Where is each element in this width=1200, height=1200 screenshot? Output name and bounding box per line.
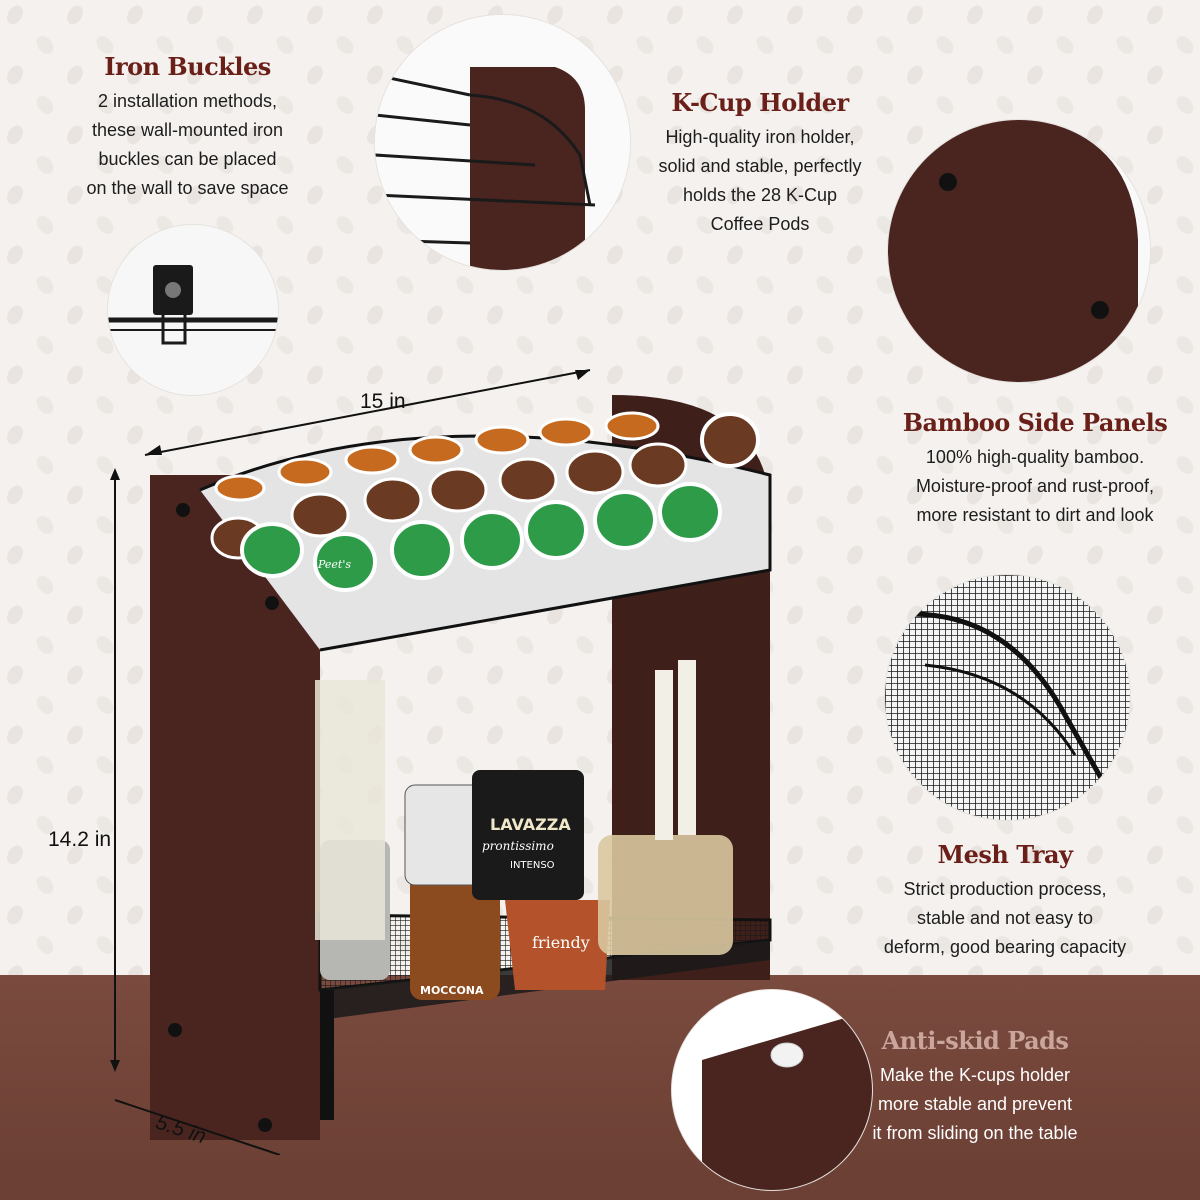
bamboo-panel-detail-image xyxy=(888,120,1150,382)
lavazza-label: LAVAZZA xyxy=(490,815,571,834)
coffee-mug xyxy=(505,900,610,990)
iron-buckles-line: on the wall to save space xyxy=(86,178,289,198)
mesh-tray-detail-image xyxy=(885,575,1130,820)
iron-buckle-detail-image xyxy=(108,225,278,395)
iron-buckles-callout: Iron Buckles 2 installation methods, the… xyxy=(55,52,320,203)
iron-buckles-line: these wall-mounted iron xyxy=(91,120,284,140)
pod-brand-label: Peet's xyxy=(317,558,351,571)
mesh-tray-line: Strict production process, xyxy=(903,879,1107,899)
bamboo-panels-line: more resistant to dirt and look xyxy=(916,505,1154,525)
kcup-holder-line: solid and stable, perfectly xyxy=(658,156,862,176)
mesh-tray-line: stable and not easy to xyxy=(916,908,1094,928)
iron-buckles-line: buckles can be placed xyxy=(98,149,277,169)
width-dimension-label: 15 in xyxy=(360,390,406,413)
bamboo-panels-callout: Bamboo Side Panels 100% high-quality bam… xyxy=(875,408,1195,530)
moccona-label: MOCCONA xyxy=(420,984,484,997)
mesh-tray-callout: Mesh Tray Strict production process, sta… xyxy=(850,840,1160,962)
bamboo-panel-detail-circle xyxy=(888,120,1150,382)
kcup-holder-callout: K-Cup Holder High-quality iron holder, s… xyxy=(620,88,900,239)
lavazza-sub-label: prontissimo xyxy=(482,839,554,853)
bamboo-panels-line: Moisture-proof and rust-proof, xyxy=(915,476,1155,496)
kcup-holder-title: K-Cup Holder xyxy=(671,88,849,117)
antiskid-pads-title: Anti-skid Pads xyxy=(881,1026,1069,1055)
iron-buckles-line: 2 installation methods, xyxy=(97,91,278,111)
coffee-jar xyxy=(410,870,500,1000)
mug-label: friendy xyxy=(532,933,590,952)
antiskid-pads-line: Make the K-cups holder xyxy=(879,1065,1071,1085)
kcup-rack-product: Peet's LAVAZZA prontissimo INTENSO MOCCO… xyxy=(150,395,772,1140)
antiskid-pads-callout: Anti-skid Pads Make the K-cups holder mo… xyxy=(830,1026,1120,1148)
antiskid-pads-line: more stable and prevent xyxy=(877,1094,1073,1114)
iron-buckle-detail-circle xyxy=(108,225,278,395)
antiskid-pads-line: it from sliding on the table xyxy=(872,1123,1078,1143)
height-dimension-label: 14.2 in xyxy=(48,828,112,851)
lavazza-sub-label-2: INTENSO xyxy=(510,860,555,871)
kcup-holder-line: High-quality iron holder, xyxy=(665,127,855,147)
antiskid-pad-detail-image xyxy=(672,990,872,1190)
kcup-pods xyxy=(210,411,760,592)
glass-cup xyxy=(598,835,733,955)
kcup-holder-detail-image xyxy=(375,15,630,270)
mesh-tray-line: deform, good bearing capacity xyxy=(883,937,1127,957)
mesh-tray-title: Mesh Tray xyxy=(937,840,1073,869)
mesh-tray-detail-circle xyxy=(885,575,1130,820)
panel-screw-icon xyxy=(168,503,279,1132)
dimension-lines xyxy=(110,369,591,1155)
bamboo-panels-line: 100% high-quality bamboo. xyxy=(925,447,1145,467)
antiskid-pad-detail-circle xyxy=(672,990,872,1190)
kcup-holder-line: Coffee Pods xyxy=(710,214,810,234)
kcup-holder-detail-circle xyxy=(375,15,630,270)
kcup-holder-line: holds the 28 K-Cup xyxy=(682,185,838,205)
iron-buckles-title: Iron Buckles xyxy=(104,52,271,81)
bamboo-panels-title: Bamboo Side Panels xyxy=(902,408,1168,437)
